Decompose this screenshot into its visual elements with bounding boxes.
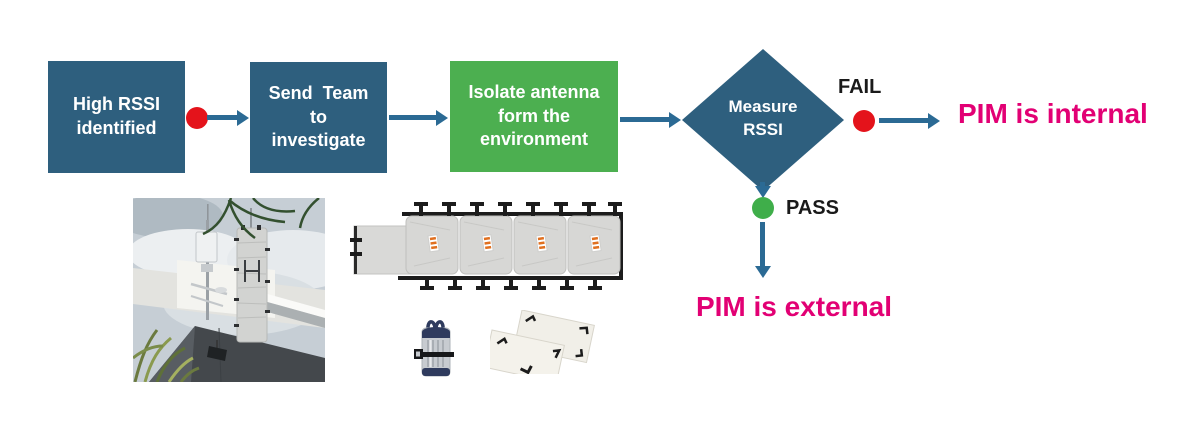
outcome-external: PIM is external xyxy=(695,291,893,322)
photo-isolation-blanket xyxy=(350,200,626,292)
fail-dot xyxy=(853,110,875,132)
decision-label: Measure RSSI xyxy=(728,97,798,139)
node-isolate-antenna: Isolate antenna form the environment xyxy=(450,61,618,172)
arrow-decision-to-pass xyxy=(760,182,765,186)
red-dot-after-step1 xyxy=(186,107,208,129)
arrow-step3-to-decision xyxy=(620,117,669,122)
arrow-pass-branch xyxy=(760,222,765,266)
arrow-step2-to-step3 xyxy=(389,115,436,120)
decision-diamond-shape xyxy=(682,49,844,191)
node-send-team: Send Team to investigate xyxy=(250,62,387,173)
arrow-step1-to-step2 xyxy=(207,115,237,120)
fail-label: FAIL xyxy=(838,76,882,98)
pass-label: PASS xyxy=(786,197,839,219)
arrow-fail-branch xyxy=(879,118,928,123)
outcome-internal: PIM is internal xyxy=(958,98,1148,129)
photo-rolled-kit-bag xyxy=(414,316,458,384)
node-measure-rssi xyxy=(682,49,844,191)
photo-isolation-mats xyxy=(483,309,606,384)
photo-antenna-site xyxy=(113,194,359,383)
node-high-rssi: High RSSI identified xyxy=(48,61,185,173)
pass-dot xyxy=(752,197,774,219)
